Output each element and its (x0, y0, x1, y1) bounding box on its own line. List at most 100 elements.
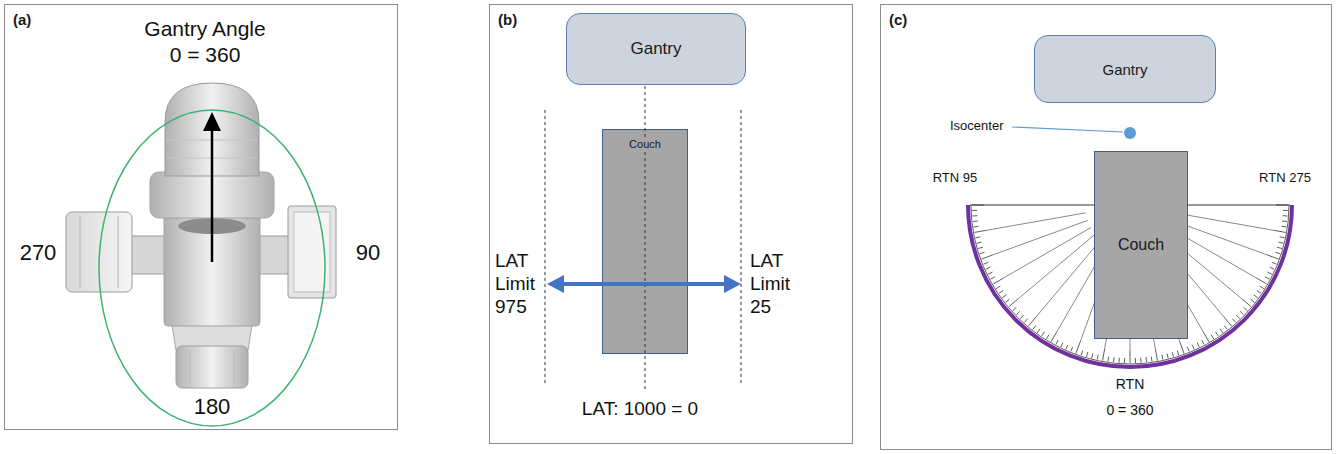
protractor-tick (1257, 291, 1261, 294)
protractor-tick (1283, 210, 1288, 211)
protractor-tick (1081, 351, 1083, 356)
protractor-radial (1036, 239, 1101, 316)
protractor-tick (1056, 340, 1058, 344)
lateral-limit-lines (545, 110, 741, 385)
protractor-tick (1202, 340, 1204, 344)
protractor-tick (1005, 299, 1009, 302)
figure-panel: (a) (4, 4, 398, 430)
gantry-box: Gantry (1034, 35, 1216, 103)
protractor-tick (1155, 349, 1157, 361)
lateral-arrow (560, 282, 728, 286)
protractor-tick (1177, 351, 1179, 356)
protractor-tick (1276, 252, 1281, 254)
protractor-tick (1268, 272, 1272, 274)
protractor-tick (1265, 277, 1269, 279)
protractor-tick (990, 277, 994, 279)
center-value: LAT: 1000 = 0 (582, 398, 698, 421)
protractor-tick (1211, 335, 1214, 339)
protractor-tick (1097, 355, 1098, 360)
protractor-tick (1232, 319, 1235, 323)
protractor-tick (1033, 326, 1036, 330)
protractor-tick (1276, 205, 1288, 206)
protractor-tick (978, 247, 983, 248)
limit-label: LAT Limit 975 (495, 250, 535, 318)
isocenter-label: Isocenter (950, 118, 1003, 134)
protractor-tick (1244, 307, 1248, 310)
protractor-tick (1020, 315, 1023, 319)
protractor-tick (1254, 295, 1258, 298)
protractor-tick (1240, 311, 1244, 314)
protractor-tick (993, 278, 1003, 284)
protractor-tick (1224, 326, 1227, 330)
box-label: Couch (627, 138, 663, 150)
protractor-tick (1256, 278, 1266, 284)
protractor-tick (984, 262, 989, 264)
protractor-tick (974, 226, 979, 228)
protractor-tick (996, 286, 1000, 289)
protractor-tick (1118, 358, 1119, 363)
protractor-tick (1274, 230, 1286, 232)
protractor-radial (1174, 213, 1273, 231)
protractor-tick (982, 255, 993, 259)
protractor-tick (1037, 329, 1040, 333)
protractor-tick (1140, 358, 1141, 363)
protractor-tick (980, 252, 985, 254)
rotation-value: RTN (1116, 376, 1145, 393)
protractor-tick (1051, 331, 1057, 341)
protractor-tick (1002, 295, 1006, 298)
linac-illustration (176, 346, 248, 388)
angle-value: 90 (356, 240, 380, 266)
protractor-tick (1162, 355, 1163, 360)
protractor-tick (1167, 353, 1168, 358)
gantry-angle-arrow (203, 112, 221, 131)
gantry-angle-arrow (203, 112, 221, 262)
isocenter-leader (1012, 127, 1123, 132)
angle-value: 0 = 360 (170, 42, 241, 67)
protractor-tick (1270, 267, 1275, 269)
rotation-ellipse (99, 110, 325, 426)
gantry-angle-arrow (211, 128, 214, 262)
angle-value: 270 (20, 240, 57, 266)
protractor-tick (1145, 357, 1147, 362)
protractor-tick (1282, 220, 1287, 222)
protractor-tick (1124, 358, 1125, 363)
protractor-tick (1061, 343, 1063, 347)
protractor-tick (1024, 319, 1027, 323)
box-label: Couch (1116, 236, 1166, 254)
protractor-tick (1251, 299, 1255, 302)
protractor-tick (1092, 353, 1093, 358)
limit-label: LAT Limit 25 (750, 250, 790, 318)
panel-letter: (c) (889, 11, 907, 28)
protractor-tick (1220, 329, 1223, 333)
protractor-tick (999, 291, 1003, 294)
protractor-tick (972, 215, 977, 216)
linac-illustration (80, 216, 81, 288)
panel-letter: (a) (13, 11, 31, 28)
protractor-tick (1242, 299, 1251, 307)
lateral-arrow (547, 275, 741, 293)
protractor-tick (1046, 335, 1049, 339)
protractor-tick (975, 237, 980, 238)
linac-illustration (118, 216, 119, 288)
panel-letter: (b) (498, 11, 517, 28)
protractor-tick (1028, 317, 1036, 326)
protractor-radial (993, 220, 1088, 255)
protractor-tick (1280, 237, 1285, 238)
protractor-tick (1135, 358, 1136, 363)
linac-illustration (234, 350, 235, 384)
protractor-tick (986, 267, 991, 269)
protractor-tick (1278, 242, 1283, 243)
protractor-tick (972, 210, 977, 211)
protractor-tick (1272, 262, 1277, 264)
protractor-tick (1013, 307, 1017, 310)
couch-box: Couch (1094, 151, 1188, 339)
protractor-tick (972, 205, 984, 206)
protractor-tick (974, 230, 986, 232)
protractor-tick (1216, 332, 1219, 336)
isocenter-leader (1012, 127, 1123, 132)
isocenter-dot (1124, 127, 1136, 139)
protractor-tick (1187, 347, 1189, 352)
lateral-limit-lines (741, 110, 742, 385)
protractor-tick (1016, 311, 1020, 314)
